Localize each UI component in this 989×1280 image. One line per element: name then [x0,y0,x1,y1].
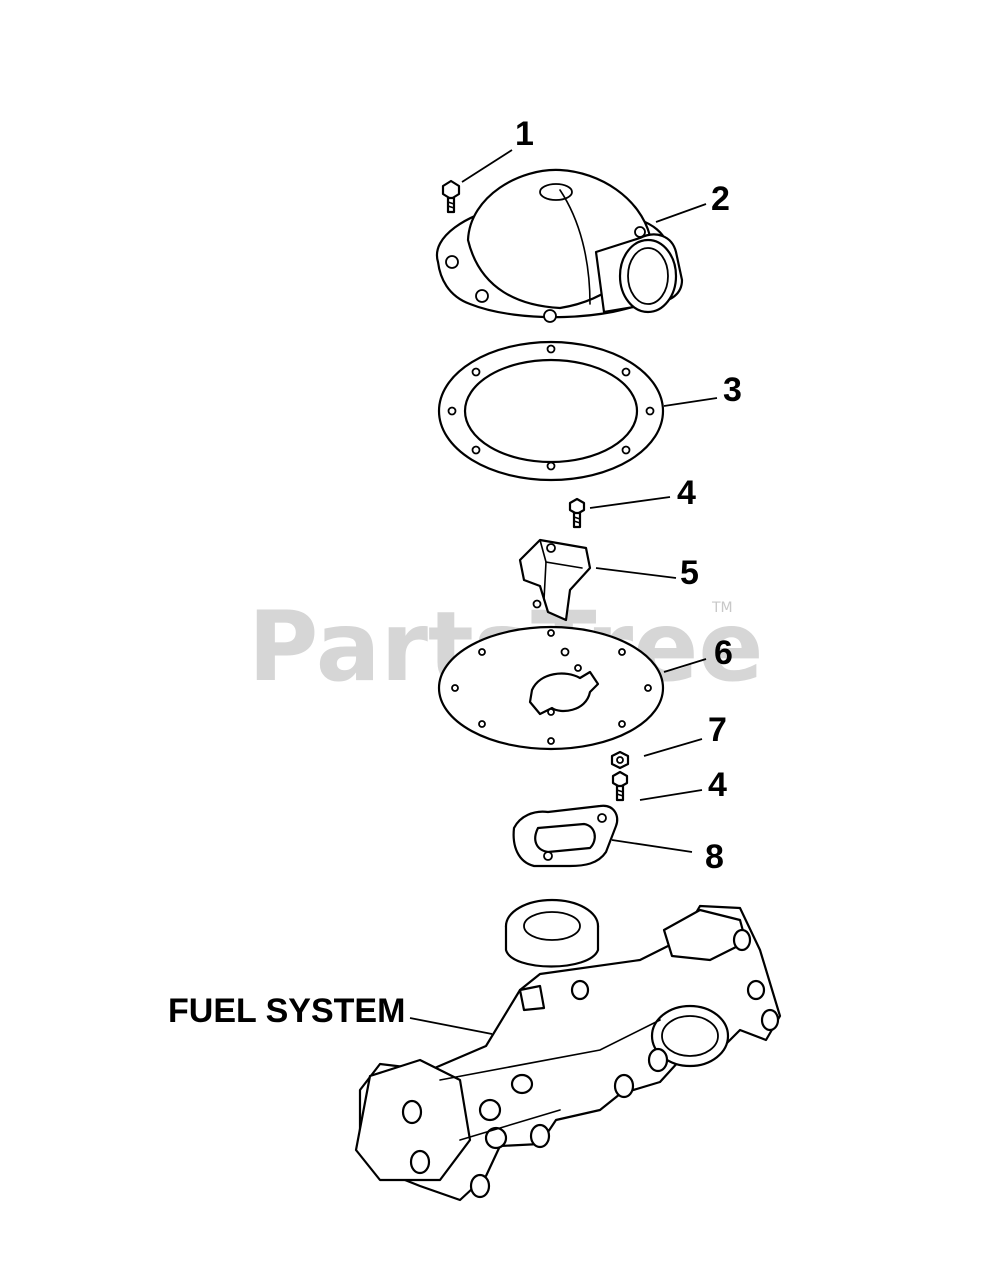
callout-6: 6 [714,634,733,672]
callout-2: 2 [711,180,730,218]
leader-lines [409,149,718,1035]
part-1-screw[interactable] [441,179,461,214]
part-6-plate[interactable] [437,625,665,751]
part-8-gasket[interactable] [512,804,619,868]
watermark-trademark: TM [711,600,733,616]
callout-7: 7 [708,711,727,749]
callout-4-bottom: 4 [708,766,727,804]
part-3-gasket[interactable] [437,340,665,482]
part-4-screw-bottom[interactable] [611,770,629,802]
fuel-system-assembly[interactable] [354,898,782,1202]
callout-8: 8 [705,838,724,876]
callout-3: 3 [723,371,742,409]
part-5-bracket[interactable] [518,538,592,622]
callout-1: 1 [515,115,534,153]
part-4-screw-top[interactable] [568,497,586,529]
callout-5: 5 [680,554,699,592]
fuel-system-label: FUEL SYSTEM [168,992,405,1030]
callout-labels: 1 2 3 4 5 6 7 4 8 FUEL SYSTEM [168,115,742,1030]
part-2-cover[interactable] [435,168,684,323]
part-7-nut[interactable] [610,750,630,770]
callout-4-top: 4 [677,474,696,512]
